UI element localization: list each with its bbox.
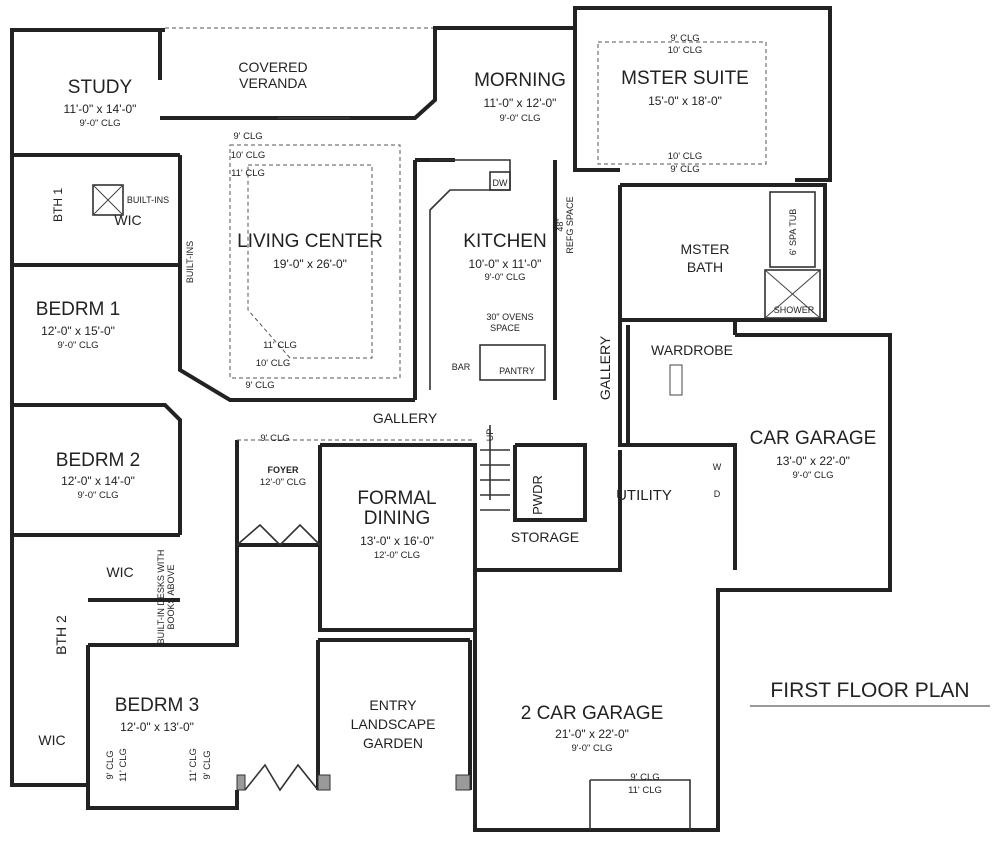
study-clg: 9'-0" CLG [79,118,120,129]
ms-clg: 9' CLG [670,164,699,175]
refg-label: REFG SPACE [565,196,575,253]
gallery-clg: 9' CLG [260,433,289,444]
dining-size: 13'-0" x 16'-0" [360,534,434,548]
builtins-label: BUILT-INS [185,241,195,283]
bar-label: BAR [452,362,471,372]
garage2-door-clg: 9' CLG [630,772,659,783]
dishwasher-label: DW [493,178,508,188]
refg-label: 48" [555,218,565,231]
living-clg: 10' CLG [231,150,266,161]
foyer-label: FOYER [267,465,299,475]
bedrm1-clg: 9'-0" CLG [57,340,98,351]
master-suite-size: 15'-0" x 18'-0" [648,94,722,108]
bedrm2-size: 12'-0" x 14'-0" [61,474,135,488]
bedrm2-clg: 9'-0" CLG [77,490,118,501]
living-clg: 9' CLG [245,380,274,391]
pwdr-label: PWDR [530,475,545,515]
car-garage-label: CAR GARAGE [750,428,877,449]
bath1-label: BTH 1 [51,188,65,222]
bedrm3-clg: 11' CLG [118,748,129,782]
garden-label-2: LANDSCAPE [351,716,436,732]
spa-tub-label: 6' SPA TUB [788,209,798,255]
wic-label: WIC [114,212,141,228]
veranda-label: COVERED [238,59,307,75]
ms-clg: 10' CLG [668,151,703,162]
ms-clg: 10' CLG [668,45,703,56]
room-labels: STUDY 11'-0" x 14'-0" 9'-0" CLG COVERED … [36,33,990,796]
master-suite-label: MSTER SUITE [621,68,749,89]
garage2-clg: 9'-0" CLG [571,743,612,754]
bedrm2-label: BEDRM 2 [56,450,140,471]
bath2-label: BTH 2 [53,615,69,655]
living-size: 19'-0" x 26'-0" [273,257,347,271]
garden-label: ENTRY [369,697,417,713]
wardrobe-label: WARDROBE [651,342,733,358]
bedrm3-clg: 9' CLG [202,750,213,779]
foyer-clg: 12'-0" CLG [260,477,306,488]
plan-title: FIRST FLOOR PLAN [770,679,969,702]
study-label: STUDY [68,77,133,98]
walls [10,6,892,832]
morning-clg: 9'-0" CLG [499,113,540,124]
car-garage-size: 13'-0" x 22'-0" [776,454,850,468]
morning-label: MORNING [474,70,566,91]
dryer-label: D [714,489,721,499]
car-garage-clg: 9'-0" CLG [792,470,833,481]
washer-label: W [713,462,722,472]
dining-clg: 12'-0" CLG [374,550,420,561]
desks-label: BUILT-IN DESKS WITH [156,550,166,645]
ovens-label: SPACE [490,323,520,333]
living-clg: 9' CLG [233,131,262,142]
garage2-size: 21'-0" x 22'-0" [555,727,629,741]
kitchen-clg: 9'-0" CLG [484,272,525,283]
morning-size: 11'-0" x 12'-0" [484,96,557,110]
wic-label: WIC [106,564,133,580]
bedrm3-clg: 9' CLG [105,750,116,779]
builtins-label: BUILT-INS [127,195,169,205]
living-center-label: LIVING CENTER [237,231,383,252]
master-bath-label-2: BATH [687,259,723,275]
garden-label-3: GARDEN [363,735,423,751]
garage2-door-clg: 11' CLG [628,785,662,796]
living-clg: 10' CLG [256,358,291,369]
ovens-label: 30" OVENS [486,312,533,322]
utility-label: UTILITY [616,487,672,504]
kitchen-label: KITCHEN [463,231,546,252]
garage2-label: 2 CAR GARAGE [521,703,664,724]
master-bath-label: MSTER [681,241,730,257]
gallery-label: GALLERY [373,410,438,426]
ms-clg: 9' CLG [670,33,699,44]
gallery-vertical-label: GALLERY [597,335,613,400]
wic-label: WIC [38,732,65,748]
fixtures [92,41,821,830]
living-clg: 11' CLG [231,168,265,179]
living-clg: 11' CLG [263,340,297,351]
shower-label: SHOWER [774,305,815,315]
kitchen-size: 10'-0" x 11'-0" [469,257,542,271]
bedrm3-size: 12'-0" x 13'-0" [120,720,194,734]
dining-label-2: DINING [364,508,431,529]
bedrm3-label: BEDRM 3 [115,695,199,716]
bedrm1-label: BEDRM 1 [36,299,120,320]
dining-label: FORMAL [357,488,436,509]
veranda-label-2: VERANDA [239,75,307,91]
pantry-label: PANTRY [499,366,535,376]
bedrm1-size: 12'-0" x 15'-0" [41,324,115,338]
storage-label: STORAGE [511,529,579,545]
desks-label: BOOKS ABOVE [166,564,176,629]
study-size: 11'-0" x 14'-0" [64,102,137,116]
stair-up-label: UP [485,429,495,442]
bedrm3-clg: 11' CLG [188,748,199,782]
